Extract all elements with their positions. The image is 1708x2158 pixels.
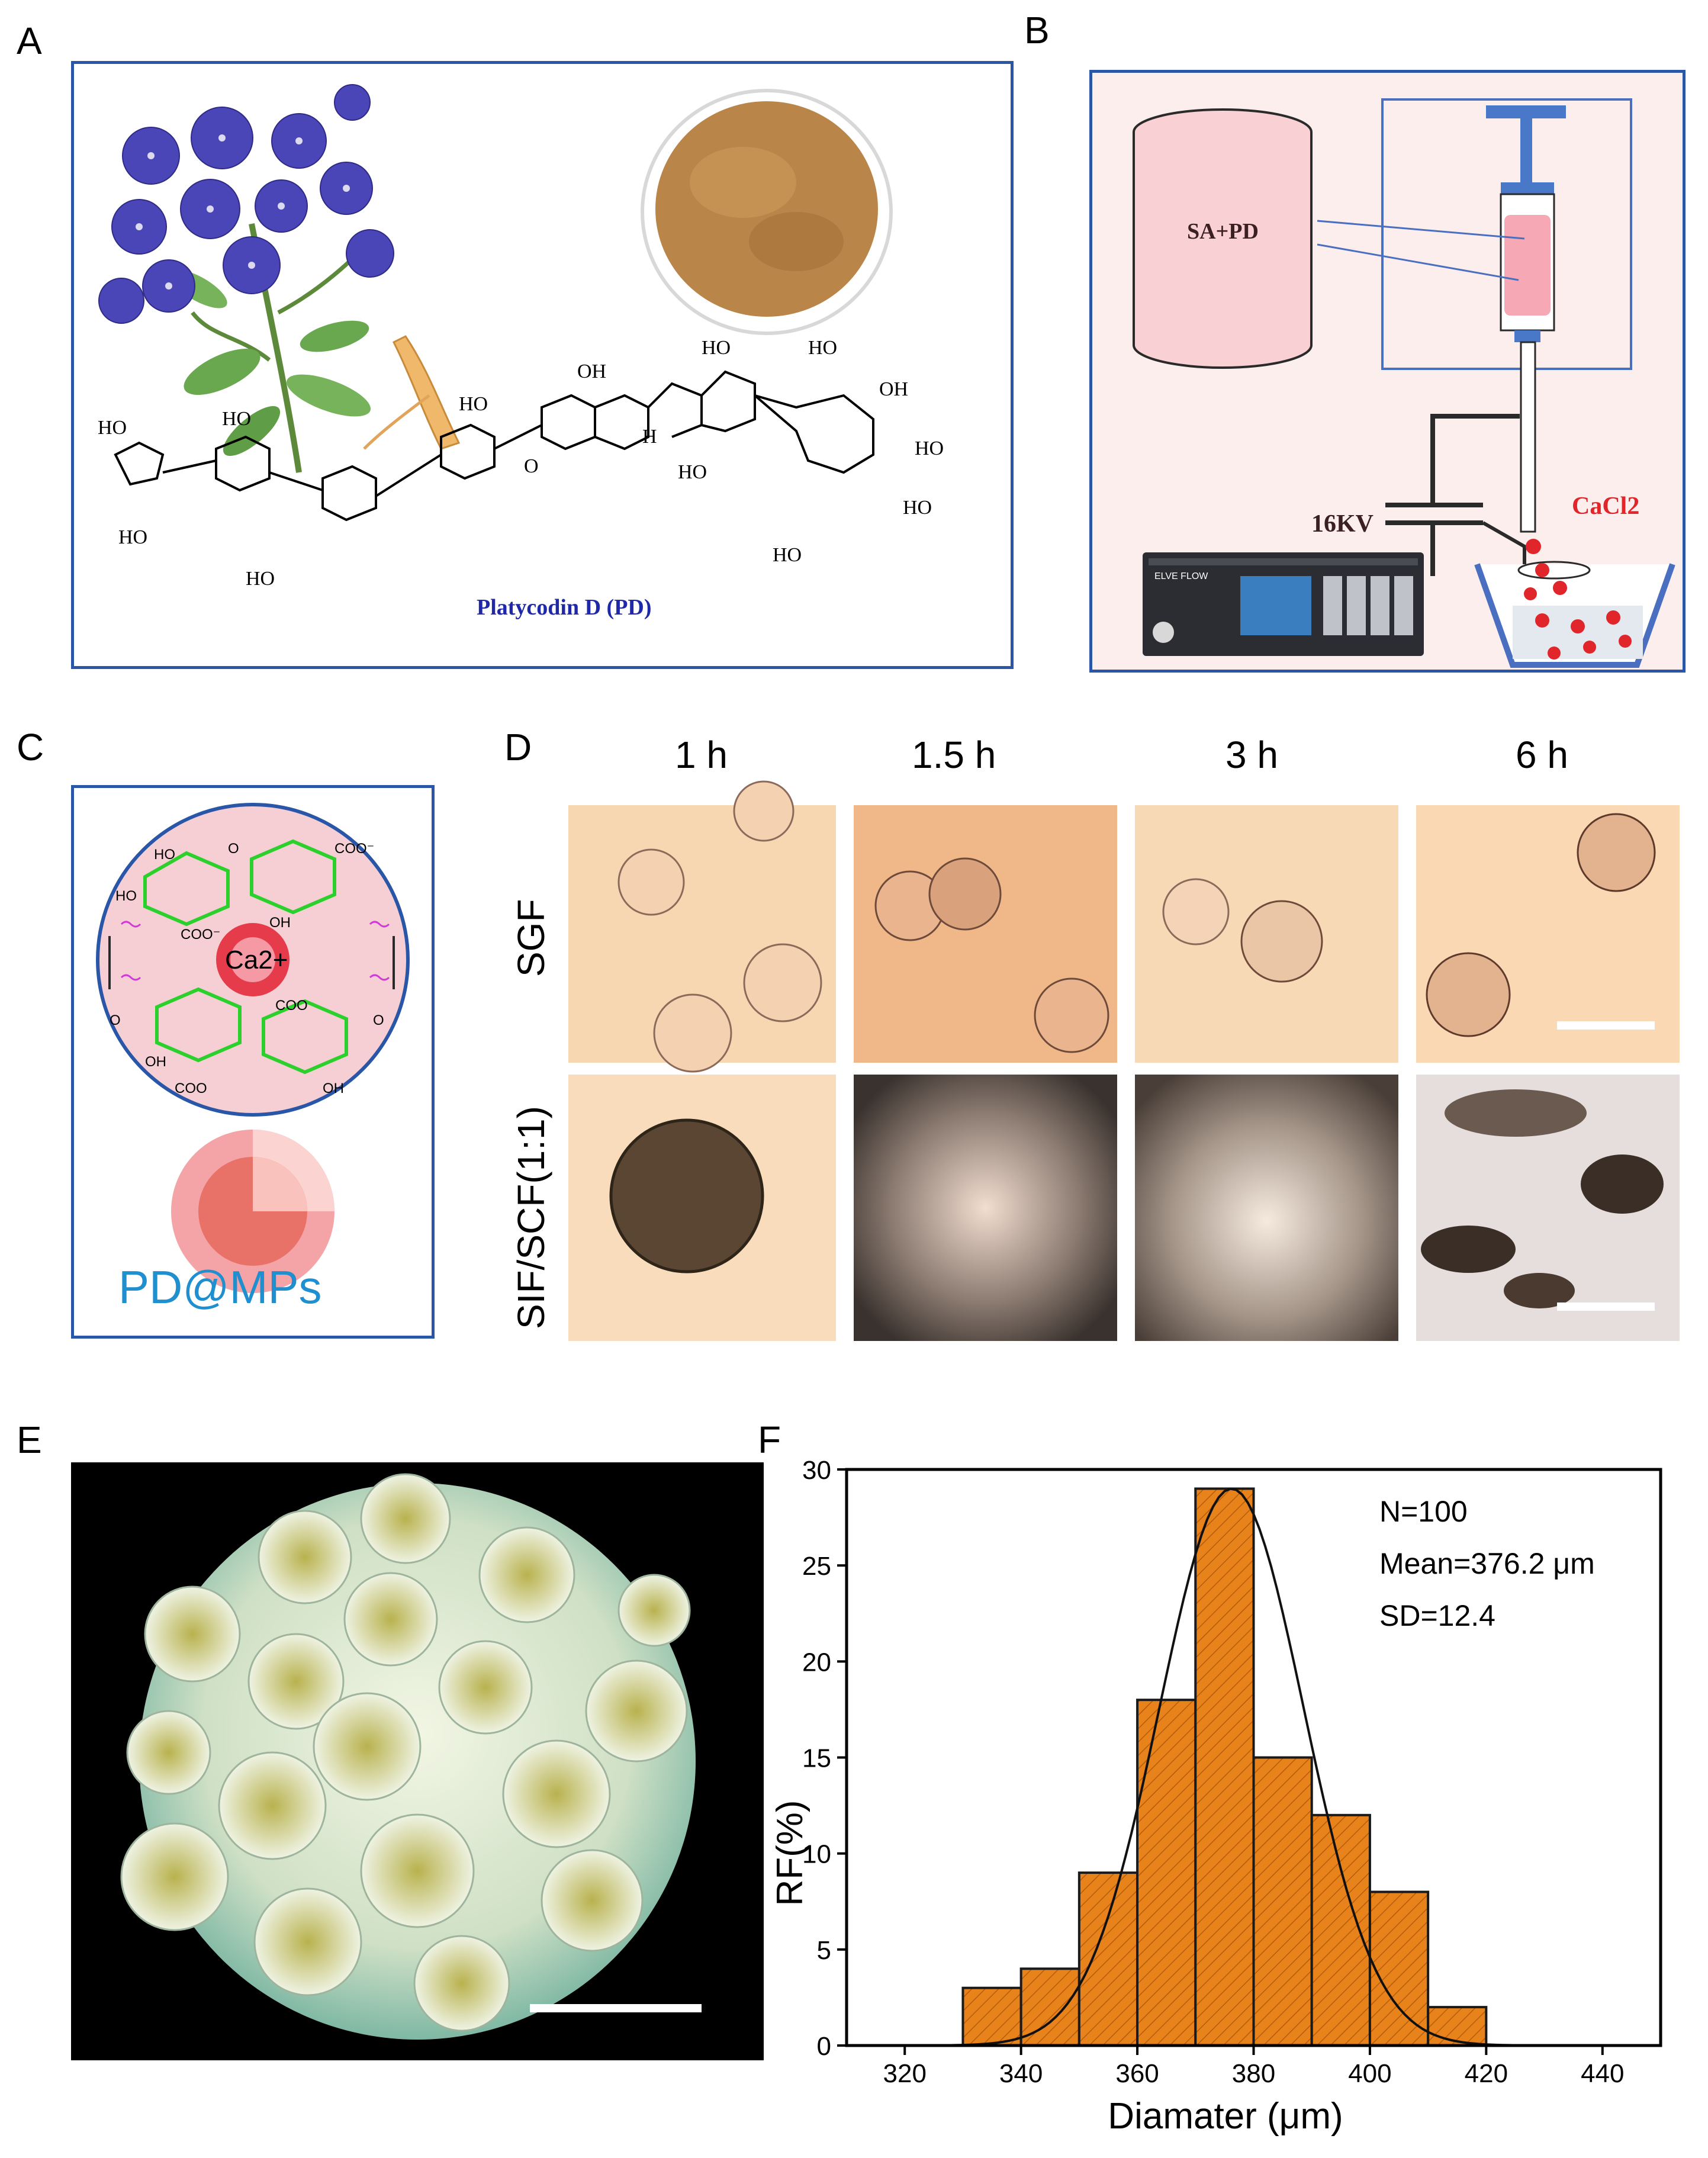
annotation-sd: SD=12.4 xyxy=(1379,1599,1495,1632)
compound-name: Platycodin D (PD) xyxy=(477,595,652,620)
annotation-mean: Mean=376.2 μm xyxy=(1379,1547,1595,1580)
row-label-sif-scf: SIF/SCF(1:1) xyxy=(510,1106,552,1329)
micrograph-sif-1h xyxy=(568,1075,836,1341)
panel-label-b: B xyxy=(1024,9,1050,52)
panel-label-f: F xyxy=(758,1419,781,1461)
annotation-n: N=100 xyxy=(1379,1495,1468,1528)
voltage-label: 16KV xyxy=(1311,510,1374,538)
y-tick-label: 0 xyxy=(817,2032,831,2061)
microscope-image xyxy=(71,1462,764,2060)
time-header-2: 1.5 h xyxy=(912,734,996,776)
panel-label-d: D xyxy=(504,726,532,768)
y-tick-label: 20 xyxy=(802,1648,831,1677)
histogram-bar xyxy=(1427,2006,1488,2047)
svg-text:COO⁻: COO⁻ xyxy=(334,841,374,857)
histogram-bar xyxy=(1368,1890,1430,2047)
y-tick-label: 5 xyxy=(817,1936,831,1965)
svg-text:OH: OH xyxy=(879,378,908,400)
crosslink-diagram: Ca2+ HO HO COO⁻ COO⁻ O OH OH COO OH COO O O PD@M… xyxy=(96,803,410,1313)
svg-text:COO: COO xyxy=(275,998,308,1014)
solution-label: SA+PD xyxy=(1187,219,1259,244)
svg-text:OH: OH xyxy=(145,1054,166,1070)
gaussian-fit-curve xyxy=(893,1487,1580,2047)
y-axis-label: RF(%) xyxy=(770,1800,810,1906)
x-tick-label: 380 xyxy=(1232,2059,1275,2088)
x-tick-label: 320 xyxy=(883,2059,927,2088)
svg-text:O: O xyxy=(524,455,539,477)
svg-text:HO: HO xyxy=(118,526,147,548)
svg-text:HO: HO xyxy=(222,408,251,430)
x-tick-label: 420 xyxy=(1465,2059,1508,2088)
x-tick-label: 400 xyxy=(1348,2059,1391,2088)
time-header-3: 3 h xyxy=(1225,734,1278,776)
x-tick-label: 360 xyxy=(1115,2059,1159,2088)
device-brand: ELVE FLOW xyxy=(1154,571,1208,581)
scale-bar-sgf xyxy=(1557,1021,1655,1030)
histogram-bar xyxy=(1252,1756,1313,2047)
svg-text:HO: HO xyxy=(246,568,275,590)
y-tick-label: 10 xyxy=(802,1840,831,1869)
svg-text:HO: HO xyxy=(773,544,802,566)
y-tick-label: 30 xyxy=(802,1456,831,1485)
micrograph-sif-6h xyxy=(1416,1075,1680,1341)
svg-text:OH: OH xyxy=(577,361,606,382)
svg-text:HO: HO xyxy=(154,847,175,863)
x-tick-label: 440 xyxy=(1581,2059,1624,2088)
micrograph-grid xyxy=(568,780,1680,1341)
svg-text:HO: HO xyxy=(702,337,731,359)
micrograph-sif-3h xyxy=(1135,1075,1398,1341)
scale-bar-sif xyxy=(1557,1302,1655,1311)
row-label-sgf: SGF xyxy=(510,899,552,977)
micrograph-sgf-3h xyxy=(1135,805,1398,1063)
y-tick-label: 25 xyxy=(802,1552,831,1581)
svg-text:HO: HO xyxy=(808,337,837,359)
product-label: PD@MPs xyxy=(118,1261,322,1313)
svg-text:OH: OH xyxy=(323,1080,344,1096)
x-axis-label: Diamater (μm) xyxy=(1108,2096,1343,2137)
y-tick-label: 15 xyxy=(802,1744,831,1773)
electrospray-setup: ELVE FLOW SA+PD 16KV CaCl2 xyxy=(1133,98,1675,668)
svg-text:HO: HO xyxy=(459,393,488,415)
svg-text:O: O xyxy=(228,841,239,857)
calcium-ion-label: Ca2+ xyxy=(225,945,288,975)
svg-text:O: O xyxy=(110,1012,121,1028)
panel-b-frame: ELVE FLOW SA+PD 16KV CaCl2 xyxy=(1089,70,1686,673)
micrograph-sgf-1_5h xyxy=(854,805,1117,1063)
panel-label-a: A xyxy=(17,20,42,62)
time-header-4: 6 h xyxy=(1516,734,1568,776)
svg-text:COO⁻: COO⁻ xyxy=(181,927,220,943)
svg-text:O: O xyxy=(373,1012,384,1028)
svg-text:HO: HO xyxy=(678,461,707,483)
svg-text:HO: HO xyxy=(903,497,932,519)
svg-text:HO: HO xyxy=(115,888,137,904)
svg-text:OH: OH xyxy=(269,915,291,931)
micrograph-sif-1_5h xyxy=(854,1075,1117,1341)
x-tick-label: 340 xyxy=(999,2059,1043,2088)
scale-bar-e xyxy=(530,2004,702,2012)
bath-label: CaCl2 xyxy=(1572,493,1639,520)
micrograph-sgf-1h xyxy=(568,780,836,1073)
histogram-bar xyxy=(1310,1813,1371,2047)
time-header-1: 1 h xyxy=(675,734,728,776)
svg-text:HO: HO xyxy=(98,417,127,439)
panel-label-e: E xyxy=(17,1419,42,1461)
micrograph-sgf-6h xyxy=(1416,805,1680,1063)
histogram-bar xyxy=(1136,1699,1197,2047)
svg-text:HO: HO xyxy=(915,438,944,459)
panel-label-c: C xyxy=(17,726,44,768)
svg-text:H: H xyxy=(642,426,657,448)
histogram-bar xyxy=(961,1986,1022,2047)
panel-c-frame: Ca2+ HO HO COO⁻ COO⁻ O OH OH COO OH COO O O PD@M… xyxy=(71,785,435,1339)
svg-text:COO: COO xyxy=(175,1080,207,1096)
histogram-bar xyxy=(1194,1487,1255,2047)
histogram-bar xyxy=(1077,1871,1139,2047)
